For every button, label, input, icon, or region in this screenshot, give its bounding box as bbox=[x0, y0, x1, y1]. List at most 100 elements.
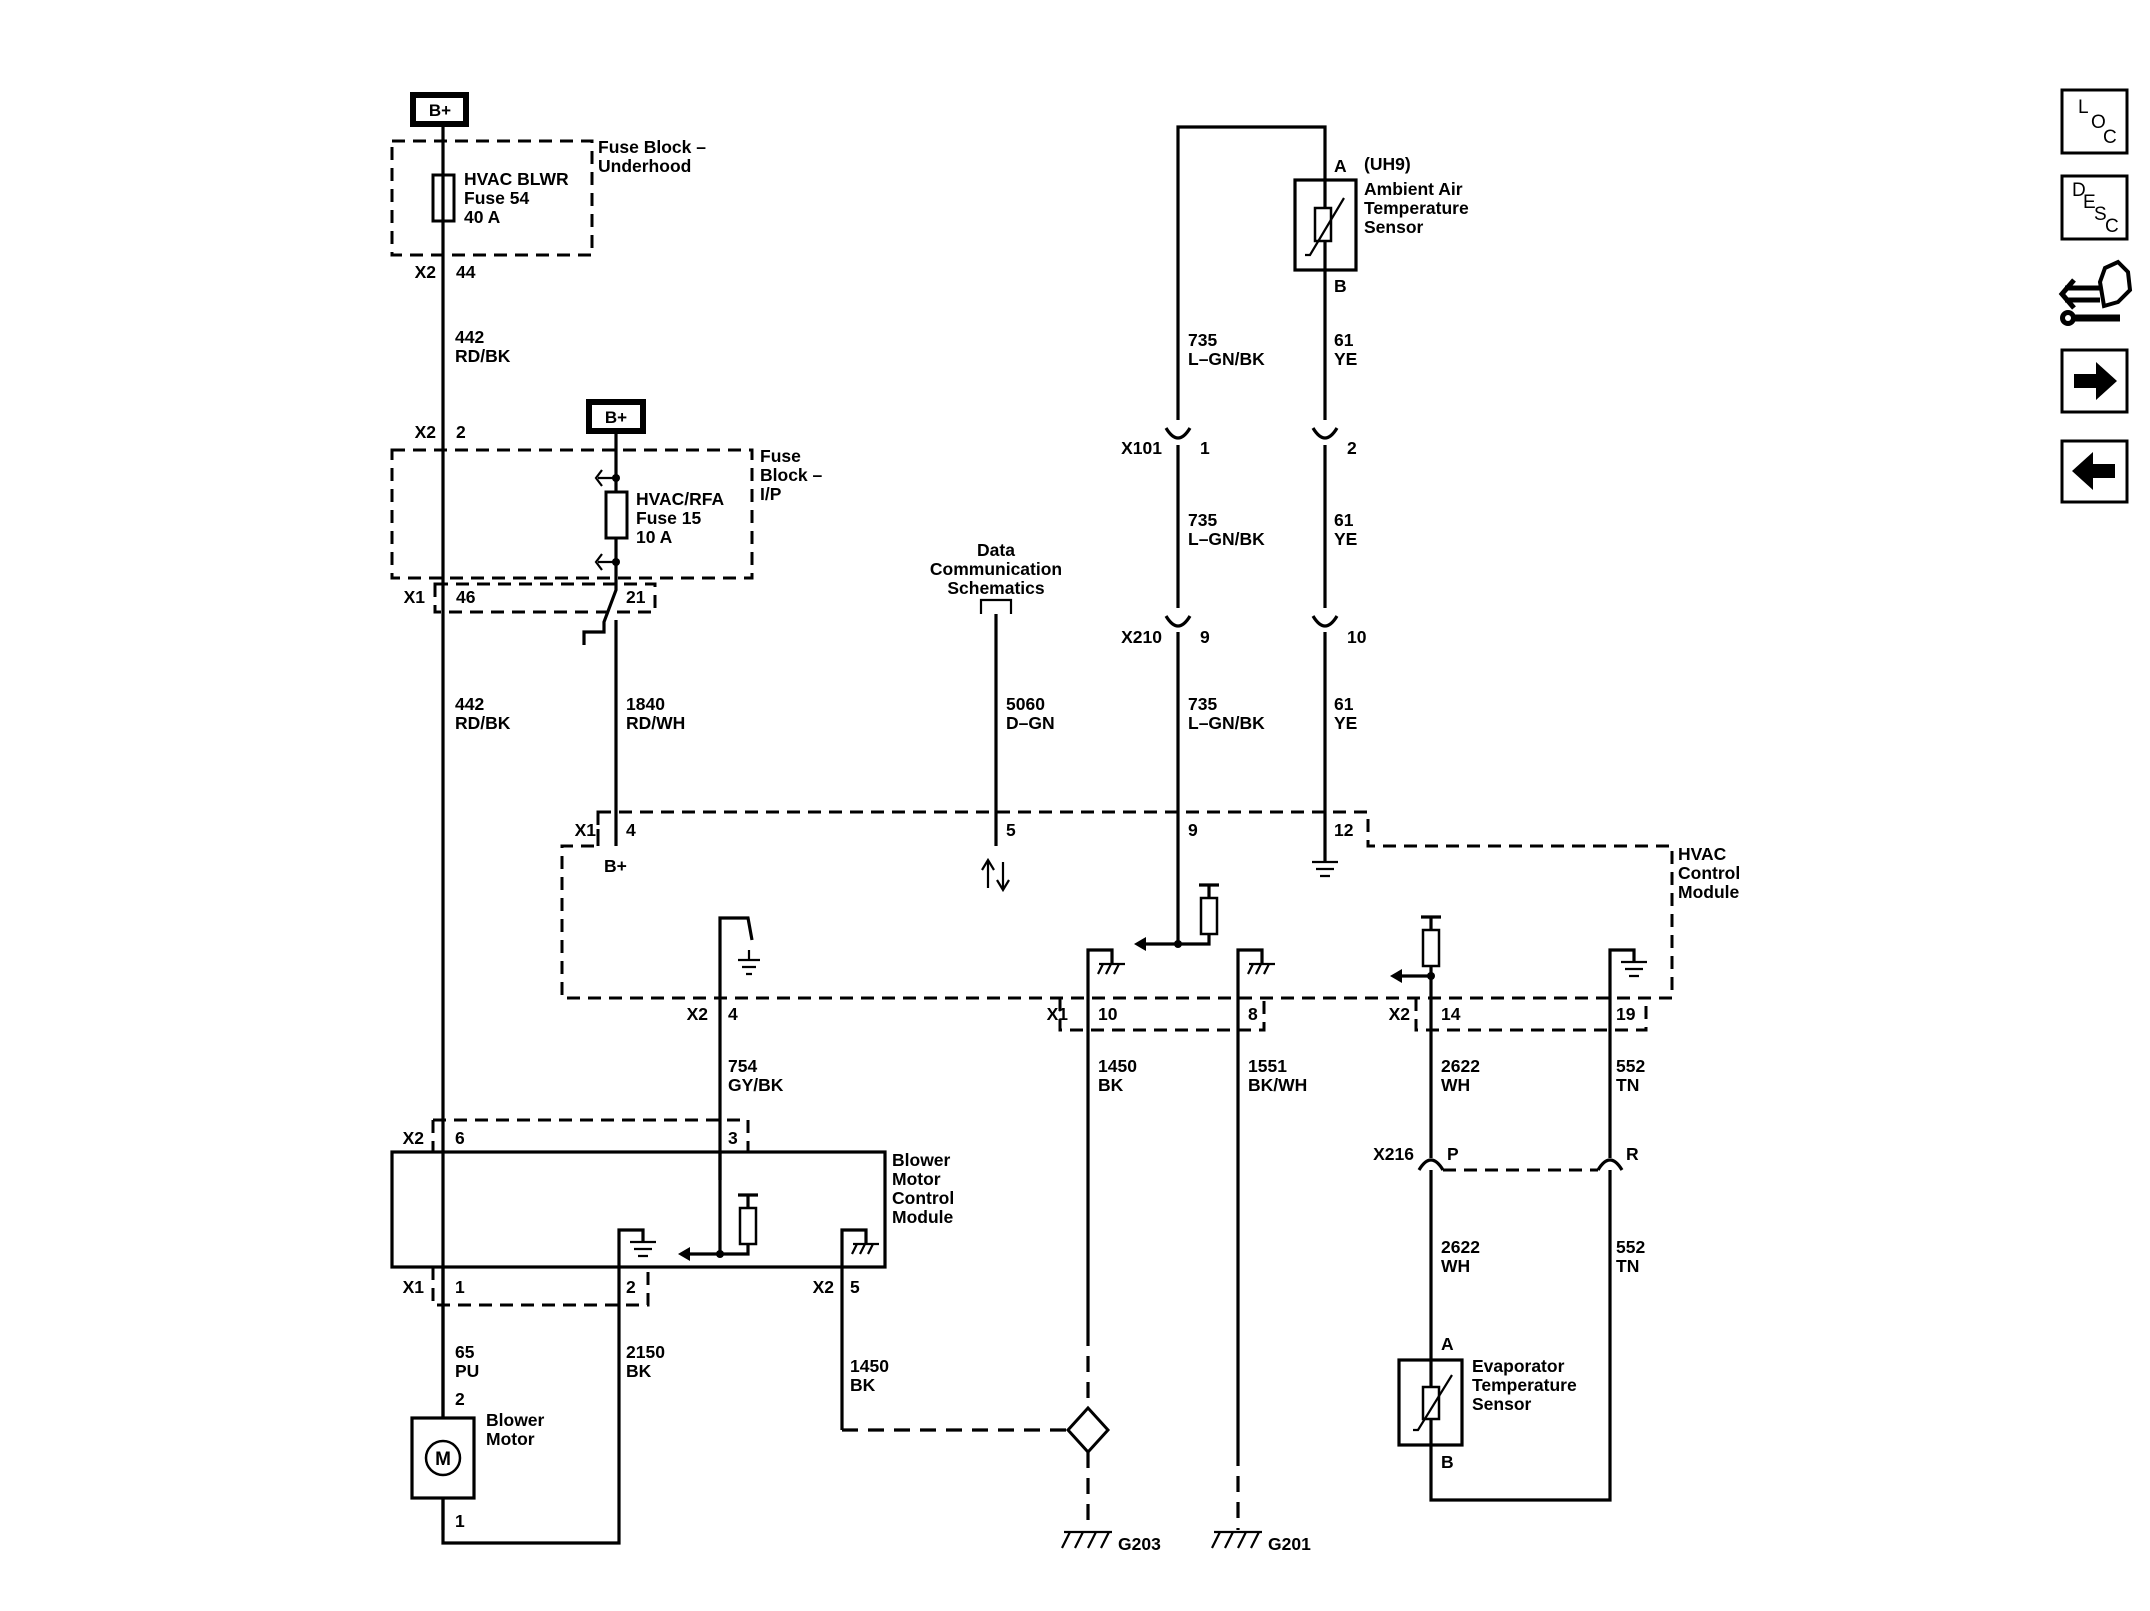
ground-g201: G201 bbox=[1211, 1530, 1311, 1554]
wire-61-num-a: 61 bbox=[1334, 330, 1354, 350]
wire-552-num-a: 552 bbox=[1616, 1056, 1645, 1076]
thermistor-icon-evap bbox=[1421, 1385, 1441, 1421]
connector-x101: X101 1 2 bbox=[1121, 427, 1357, 458]
fuse-block-underhood-title-2: Underhood bbox=[598, 156, 691, 176]
ambient-name-2: Temperature bbox=[1364, 198, 1469, 218]
hvac-x2-pin-19: 19 bbox=[1616, 1004, 1636, 1024]
desc-letter-e: E bbox=[2083, 192, 2096, 213]
wire-2622-color-a: WH bbox=[1441, 1075, 1470, 1095]
fuse-block-underhood-title-1: Fuse Block – bbox=[598, 137, 706, 157]
pullup-resistor-icon-9 bbox=[1199, 896, 1219, 936]
wire-442-num-a: 442 bbox=[455, 327, 484, 347]
hvac-control-module: X1 4 5 9 12 HVAC Control Module B+ bbox=[560, 810, 1740, 1032]
blower-pin-5: 5 bbox=[850, 1277, 860, 1297]
hvac-pin-4: 4 bbox=[626, 820, 636, 840]
bplus-label-2: B+ bbox=[605, 408, 627, 427]
desc-button[interactable]: D E S C bbox=[2060, 174, 2129, 241]
chassis-ground-icon-10 bbox=[1097, 962, 1125, 975]
fuse-15-name: HVAC/RFA bbox=[636, 489, 725, 509]
wire-2150-num: 2150 bbox=[626, 1342, 665, 1362]
arrow-right-icon bbox=[2074, 362, 2117, 400]
wire-61-color-a: YE bbox=[1334, 349, 1357, 369]
ip-input-conn-x2: X2 bbox=[415, 422, 437, 442]
hvac-name-2: Control bbox=[1678, 863, 1740, 883]
underhood-conn-x2: X2 bbox=[415, 262, 437, 282]
wire-754-num: 754 bbox=[728, 1056, 757, 1076]
wire-61-color-b: YE bbox=[1334, 529, 1357, 549]
blower-module-name-4: Module bbox=[892, 1207, 954, 1227]
blower-motor-name-1: Blower bbox=[486, 1410, 545, 1430]
blower-pin-2: 2 bbox=[626, 1277, 636, 1297]
ip-pin-21: 21 bbox=[626, 587, 646, 607]
ip-conn-x1: X1 bbox=[404, 587, 426, 607]
wire-1450-num-b: 1450 bbox=[850, 1356, 889, 1376]
fuse-block-ip-title-3: I/P bbox=[760, 484, 782, 504]
blower-pin-3: 3 bbox=[728, 1128, 738, 1148]
wire-5060-num: 5060 bbox=[1006, 694, 1045, 714]
wire-65-color: PU bbox=[455, 1361, 479, 1381]
blower-motor-name-2: Motor bbox=[486, 1429, 535, 1449]
data-comm-label-3: Schematics bbox=[947, 578, 1045, 598]
x216-pin-r: R bbox=[1626, 1144, 1639, 1164]
previous-page-button[interactable] bbox=[2060, 439, 2129, 504]
wire-2622-num-b: 2622 bbox=[1441, 1237, 1480, 1257]
x210-pin-9: 9 bbox=[1200, 627, 1210, 647]
desc-letter-d: D bbox=[2072, 180, 2086, 201]
hvac-x1-pin-10: 10 bbox=[1098, 1004, 1118, 1024]
wire-1450-num-a: 1450 bbox=[1098, 1056, 1137, 1076]
x216-name: X216 bbox=[1373, 1144, 1414, 1164]
loc-button[interactable]: L O C bbox=[2060, 88, 2129, 155]
hvac-x1-top-conn: X1 bbox=[575, 820, 597, 840]
blower-motor-pin-2: 2 bbox=[455, 1389, 465, 1409]
blower-x2-top-conn: X2 bbox=[403, 1128, 425, 1148]
blower-motor-pin-1: 1 bbox=[455, 1511, 465, 1531]
g201-label: G201 bbox=[1268, 1534, 1311, 1554]
x101-pin-2: 2 bbox=[1347, 438, 1357, 458]
splice-diamond-icon bbox=[1065, 1405, 1111, 1455]
loc-letter-o: O bbox=[2091, 112, 2106, 133]
loc-letter-l: L bbox=[2078, 97, 2089, 118]
ground-icon-12 bbox=[1312, 860, 1338, 878]
blower-module-name-3: Control bbox=[892, 1188, 954, 1208]
wire-65-num: 65 bbox=[455, 1342, 475, 1362]
hvac-x2-left-conn: X2 bbox=[687, 1004, 709, 1024]
ambient-name-1: Ambient Air bbox=[1364, 179, 1463, 199]
wire-735-num-c: 735 bbox=[1188, 694, 1217, 714]
hvac-bplus-label: B+ bbox=[604, 856, 627, 876]
pullup-resistor-icon-14 bbox=[1421, 928, 1441, 968]
next-page-button[interactable] bbox=[2060, 348, 2129, 414]
fuse-54-name: HVAC BLWR bbox=[464, 169, 569, 189]
hvac-name-3: Module bbox=[1678, 882, 1740, 902]
fuse-15-number: Fuse 15 bbox=[636, 508, 701, 528]
hvac-x1-bottom-conn: X1 bbox=[1047, 1004, 1069, 1024]
blower-pin-6: 6 bbox=[455, 1128, 465, 1148]
pullup-resistor-icon-blower bbox=[738, 1206, 758, 1246]
wire-2150 bbox=[441, 1267, 621, 1545]
evap-name-3: Sensor bbox=[1472, 1394, 1532, 1414]
g203-label: G203 bbox=[1118, 1534, 1161, 1554]
chassis-ground-icon-8 bbox=[1247, 962, 1275, 975]
x210-pin-10: 10 bbox=[1347, 627, 1367, 647]
x101-pin-1: 1 bbox=[1200, 438, 1210, 458]
wire-735-color-a: L–GN/BK bbox=[1188, 349, 1265, 369]
hvac-pin-12: 12 bbox=[1334, 820, 1354, 840]
hvac-x2-pin-14: 14 bbox=[1441, 1004, 1461, 1024]
wire-61-num-b: 61 bbox=[1334, 510, 1354, 530]
ambient-option: (UH9) bbox=[1364, 154, 1411, 174]
blower-module-name-2: Motor bbox=[892, 1169, 941, 1189]
wire-442-color-b: RD/BK bbox=[455, 713, 511, 733]
hvac-x2-right-conn: X2 bbox=[1389, 1004, 1411, 1024]
ip-pin-46: 46 bbox=[456, 587, 476, 607]
ambient-pin-a: A bbox=[1334, 156, 1347, 176]
wire-552-color-b: TN bbox=[1616, 1256, 1639, 1276]
data-arrow-up-icon bbox=[981, 857, 995, 888]
fuse-block-ip-title-1: Fuse bbox=[760, 446, 801, 466]
wire-1551-num: 1551 bbox=[1248, 1056, 1287, 1076]
data-communication-ref[interactable]: Data Communication Schematics bbox=[930, 540, 1062, 614]
wire-2150-color: BK bbox=[626, 1361, 652, 1381]
connector-x216: X216 P R bbox=[1373, 1144, 1639, 1172]
x216-pin-p: P bbox=[1447, 1144, 1459, 1164]
wrench-connector-icon[interactable] bbox=[2058, 259, 2133, 326]
chassis-ground-icon-blower bbox=[851, 1242, 879, 1255]
evap-name-1: Evaporator bbox=[1472, 1356, 1565, 1376]
